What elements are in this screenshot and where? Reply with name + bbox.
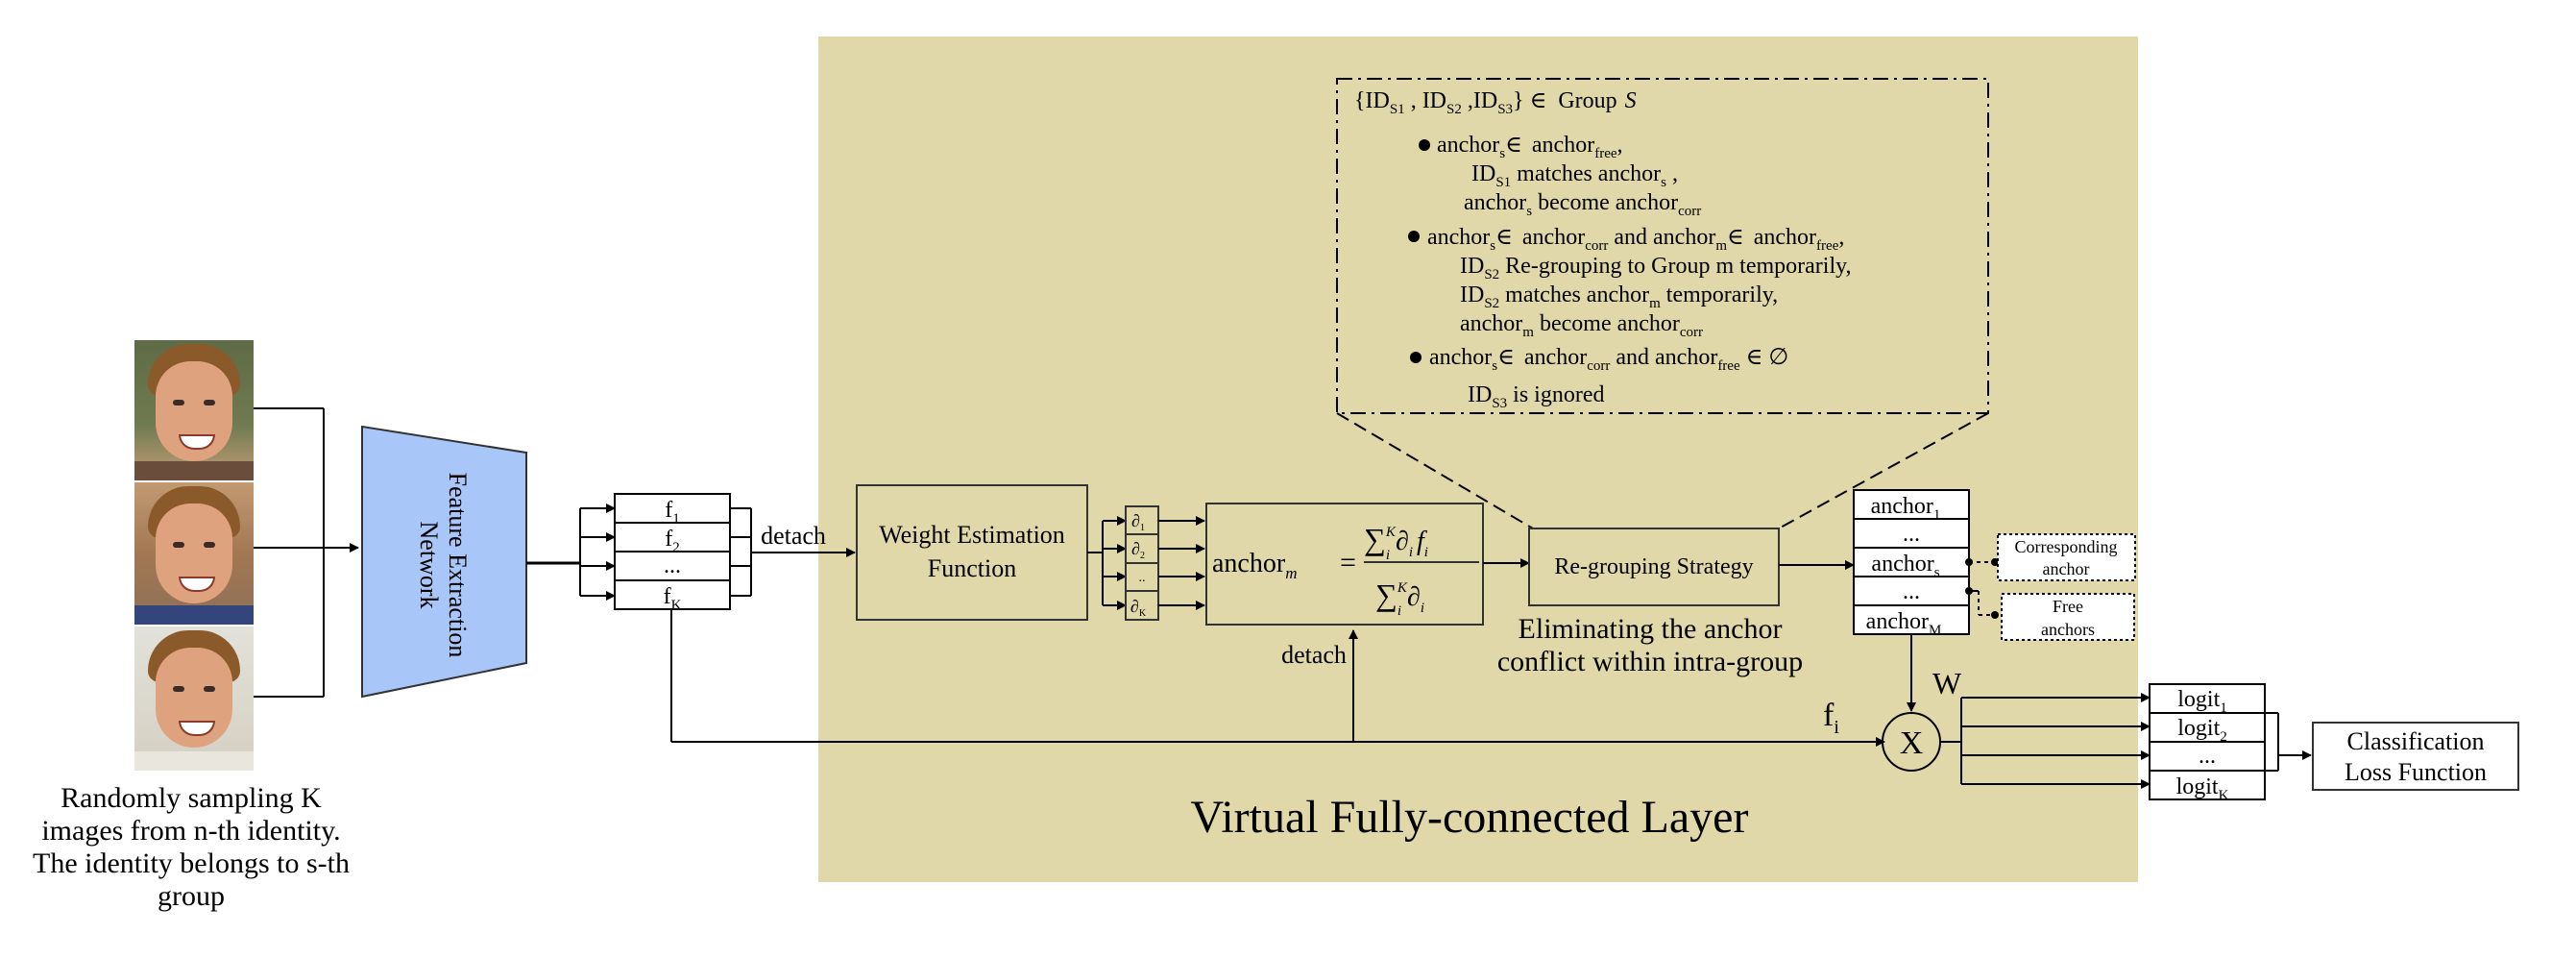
multiply-to-logits xyxy=(1940,693,2151,789)
regroup-strategy-box xyxy=(1528,528,1780,606)
logit-stack: logit1 logit2 ... logitK xyxy=(2149,683,2266,803)
b2-line2: IDS2 Re-grouping to Group m temporarily, xyxy=(1460,254,1852,282)
caption-line1: Randomly sampling K xyxy=(61,782,322,814)
corresponding-anchor-tag xyxy=(1997,533,2136,581)
feature-stack: f1 f2 ... fK xyxy=(614,493,731,613)
regroup-info-box xyxy=(1336,78,1989,414)
regroup-caption-line2: conflict within intra-group xyxy=(1497,646,1803,677)
network-to-features-arrows xyxy=(526,504,616,601)
weight-2: ∂2 xyxy=(1131,539,1145,561)
b3-line1: anchors∈anchorcorr and anchorfree∈∅ xyxy=(1429,345,1788,374)
anchor-dots-1: ... xyxy=(1903,522,1920,547)
face-connectors xyxy=(254,407,359,698)
free-line1: Free xyxy=(2053,597,2083,616)
network-label-line2: Network xyxy=(415,522,443,609)
bullet-2 xyxy=(1408,231,1420,242)
fi-label: fi xyxy=(1823,698,1839,738)
weights-to-formula xyxy=(1158,516,1205,610)
anchor-s: anchors xyxy=(1871,552,1939,580)
regroup-caption-line1: Eliminating the anchor xyxy=(1519,613,1783,645)
feature-fK: fK xyxy=(664,584,682,613)
formula-lhs: anchorm xyxy=(1212,549,1297,582)
b2-line1: anchors∈anchorcorr and anchorm∈anchorfre… xyxy=(1427,225,1844,254)
info-funnel-left xyxy=(1336,412,1534,529)
weight-1: ∂1 xyxy=(1131,511,1145,533)
free-anchors-tag xyxy=(2001,593,2135,641)
b2-line3: IDS2 matches anchorm temporarily, xyxy=(1460,282,1778,311)
weight-fn-line1: Weight Estimation xyxy=(879,521,1065,549)
anchor-dots-dot xyxy=(1965,587,1973,595)
feature-f2: f2 xyxy=(665,527,680,555)
W-label: W xyxy=(1932,666,1962,700)
formula-eq: = xyxy=(1340,547,1356,578)
b2-line4: anchorm become anchorcorr xyxy=(1460,311,1703,340)
loss-line2: Loss Function xyxy=(2345,758,2487,786)
face-image-3 xyxy=(134,626,254,771)
bullet-3 xyxy=(1410,352,1422,363)
logit-1: logit1 xyxy=(2177,687,2227,716)
corresponding-line2: anchor xyxy=(2043,559,2090,578)
loss-line1: Classification xyxy=(2347,727,2485,755)
detach-label: detach xyxy=(761,522,826,550)
b1-line2: IDS1 matches anchors , xyxy=(1471,161,1678,190)
features-to-weight-arrows xyxy=(730,507,856,597)
anchor-M: anchorM xyxy=(1866,609,1942,638)
detach-label-2: detach xyxy=(1281,641,1347,669)
anchor-s-dot xyxy=(1965,558,1973,566)
anchor-1: anchor1 xyxy=(1871,494,1941,523)
anchor-stack: anchor1 ... anchors ... anchorM xyxy=(1853,489,1970,638)
feature-extraction-network xyxy=(361,425,527,699)
network-label-line1: Feature Extraction xyxy=(444,473,472,658)
weight-fn-to-weights xyxy=(1087,516,1127,610)
weights-stack: ∂1 ∂2 .. ∂K xyxy=(1125,505,1159,621)
caption-line3: The identity belongs to s-th xyxy=(33,847,350,879)
free-dot xyxy=(1991,611,1999,619)
vfc-title: Virtual Fully-connected Layer xyxy=(1191,792,1749,843)
anchor-dots-2: ... xyxy=(1903,579,1920,604)
caption-line4: group xyxy=(158,880,225,912)
weight-fn-line2: Function xyxy=(928,554,1016,582)
caption-line2: images from n-th identity. xyxy=(41,815,340,847)
b1-line3: anchors become anchorcorr xyxy=(1464,190,1701,219)
bullet-1 xyxy=(1419,139,1430,151)
feature-f1: f1 xyxy=(665,498,680,527)
regroup-label: Re-grouping Strategy xyxy=(1554,554,1753,579)
face-image-1 xyxy=(134,340,254,480)
logits-to-loss xyxy=(2265,712,2312,772)
feature-dots: ... xyxy=(664,553,681,578)
free-line2: anchors xyxy=(2041,620,2095,639)
logit-dots: ... xyxy=(2199,744,2216,769)
corresponding-line1: Corresponding xyxy=(2015,537,2118,556)
logit-2: logit2 xyxy=(2177,716,2227,745)
weight-dots: .. xyxy=(1139,571,1146,585)
multiply-label: X xyxy=(1900,725,1924,761)
feedback-lines xyxy=(670,609,1885,747)
b1-line1: anchors∈anchorfree, xyxy=(1437,133,1623,161)
logit-K: logitK xyxy=(2176,774,2229,803)
face-image-2 xyxy=(134,482,254,625)
classification-loss-box xyxy=(2312,722,2519,791)
weight-K: ∂K xyxy=(1130,597,1147,619)
b3-line2: IDS3 is ignored xyxy=(1468,382,1605,411)
